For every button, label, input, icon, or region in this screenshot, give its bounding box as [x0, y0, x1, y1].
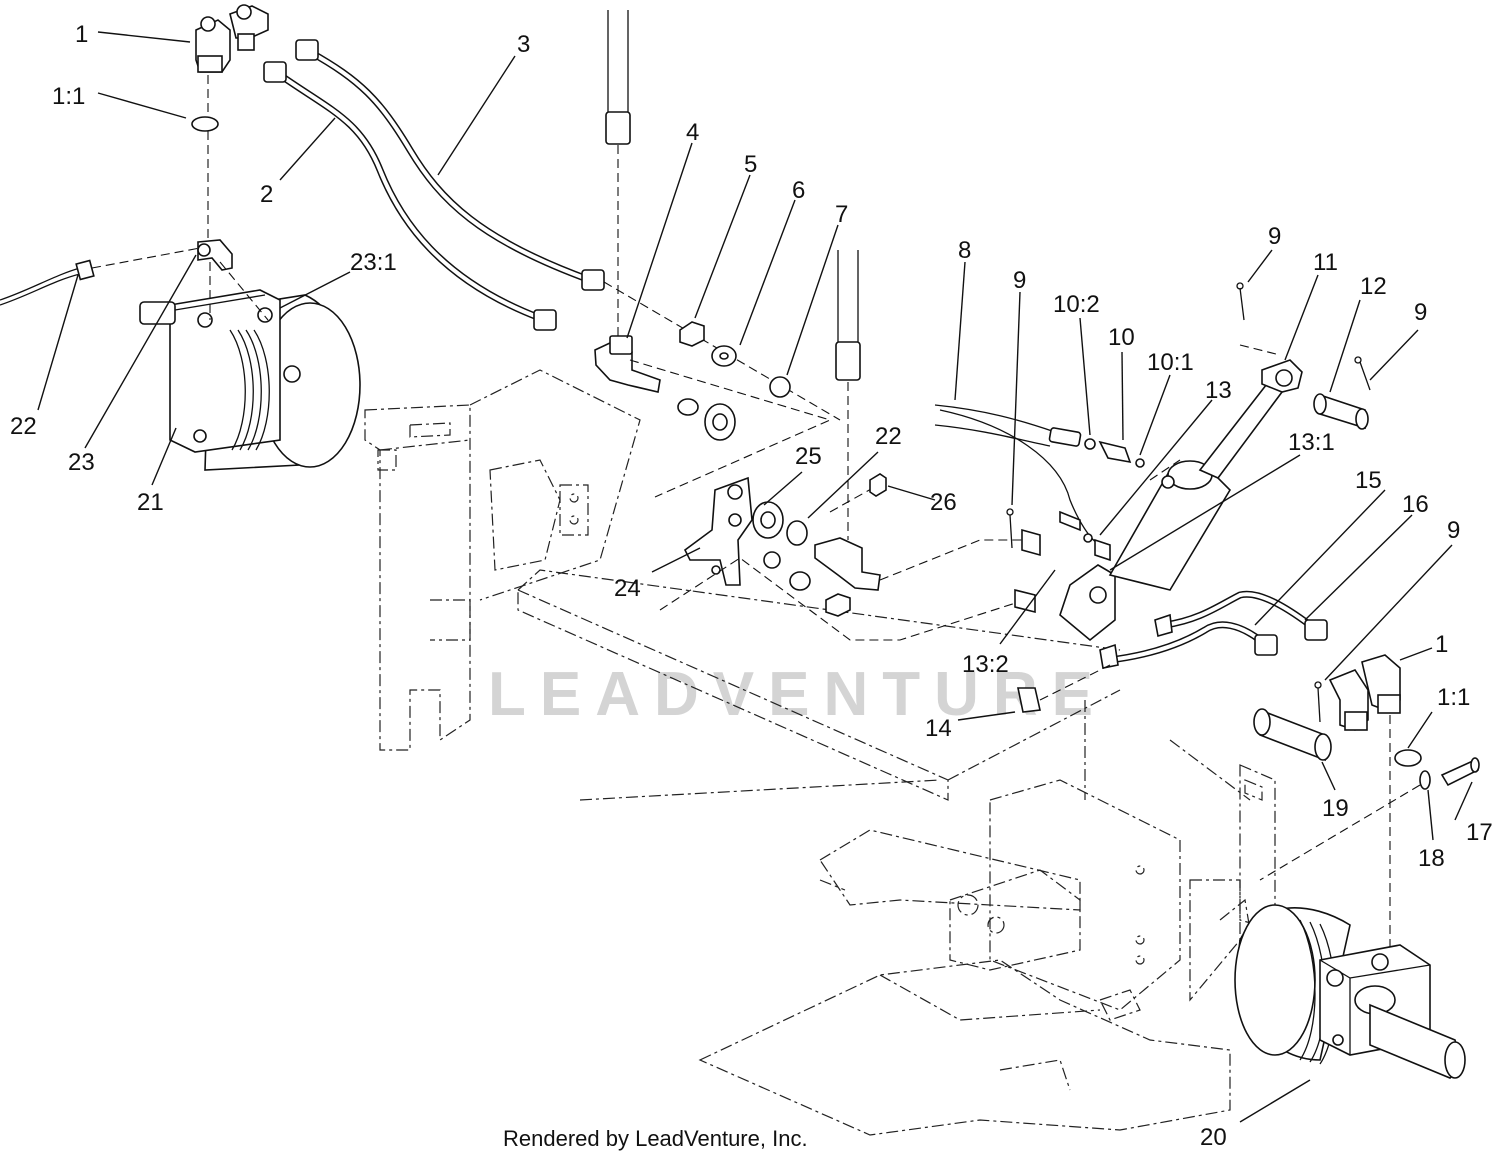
callout-9-b: 9	[1268, 223, 1281, 250]
callout-17: 17	[1466, 819, 1493, 846]
callout-9-c: 9	[1414, 299, 1427, 326]
leader-lines	[37, 31, 1473, 1123]
callout-10: 10	[1108, 324, 1135, 351]
callout-1-1-top: 1:1	[52, 83, 85, 110]
frame-phantom	[517, 569, 1251, 1136]
callout-23-1: 23:1	[350, 249, 397, 276]
upper-vertical-hose	[605, 10, 631, 340]
callout-4: 4	[686, 119, 699, 146]
bulkhead-bracket	[659, 476, 1026, 641]
right-wheel-motor	[1234, 904, 1466, 1079]
callout-18: 18	[1418, 845, 1445, 872]
callout-1-1-right: 1:1	[1437, 684, 1470, 711]
hydraulic-tubes	[263, 39, 841, 421]
callout-22-mid: 22	[875, 423, 902, 450]
bulkhead-hardware-top	[629, 321, 832, 498]
tee-fitting-top	[594, 335, 661, 393]
footer-credit: Rendered by LeadVenture, Inc.	[503, 1126, 808, 1151]
callout-24: 24	[614, 575, 641, 602]
top-o-ring	[191, 116, 219, 132]
callout-5: 5	[744, 151, 757, 178]
control-hose	[934, 404, 1145, 562]
callout-7: 7	[835, 201, 848, 228]
left-wheel-motor	[139, 289, 361, 471]
callout-22-left: 22	[10, 413, 37, 440]
callout-11: 11	[1313, 249, 1338, 276]
right-elbow-fittings	[1328, 654, 1422, 960]
callout-10-2: 10:2	[1053, 291, 1100, 318]
top-elbow-fittings	[195, 4, 269, 240]
watermark: LEADVENTURE	[488, 660, 1107, 729]
callout-2: 2	[260, 181, 273, 208]
lower-vertical-hose	[814, 250, 1030, 591]
callout-15: 15	[1355, 467, 1382, 494]
callout-1-top: 1	[75, 21, 88, 48]
callout-6: 6	[792, 177, 805, 204]
callout-26: 26	[930, 489, 957, 516]
callout-13-1: 13:1	[1288, 429, 1335, 456]
callout-20: 20	[1200, 1124, 1227, 1151]
left-hose	[0, 247, 201, 306]
callout-9-d: 9	[1447, 517, 1460, 544]
callout-12: 12	[1360, 273, 1387, 300]
clevis-pins	[1006, 282, 1371, 762]
callout-21: 21	[137, 489, 164, 516]
lower-tubes	[1014, 528, 1328, 713]
center-frame-plate	[949, 865, 1145, 1091]
callout-1-right: 1	[1435, 631, 1448, 658]
callout-10-1: 10:1	[1147, 349, 1194, 376]
right-bolt-washer	[1259, 757, 1480, 881]
callout-9-a: 9	[1013, 267, 1026, 294]
callout-8: 8	[958, 237, 971, 264]
callout-19: 19	[1322, 795, 1349, 822]
callout-13-2: 13:2	[962, 651, 1009, 678]
callout-13: 13	[1205, 377, 1232, 404]
callout-25: 25	[795, 443, 822, 470]
left-motor-fitting	[197, 239, 269, 321]
callout-23: 23	[68, 449, 95, 476]
hydraulic-cylinder	[1059, 359, 1303, 642]
callout-labels: 1 1:1 2 3 4 5 6 7 8 9 10:2 10 10:1 13 13…	[10, 21, 1493, 1151]
callout-3: 3	[517, 31, 530, 58]
callout-14: 14	[925, 715, 952, 742]
left-frame-bracket	[364, 369, 641, 751]
callout-16: 16	[1402, 491, 1429, 518]
bolt	[869, 473, 887, 497]
